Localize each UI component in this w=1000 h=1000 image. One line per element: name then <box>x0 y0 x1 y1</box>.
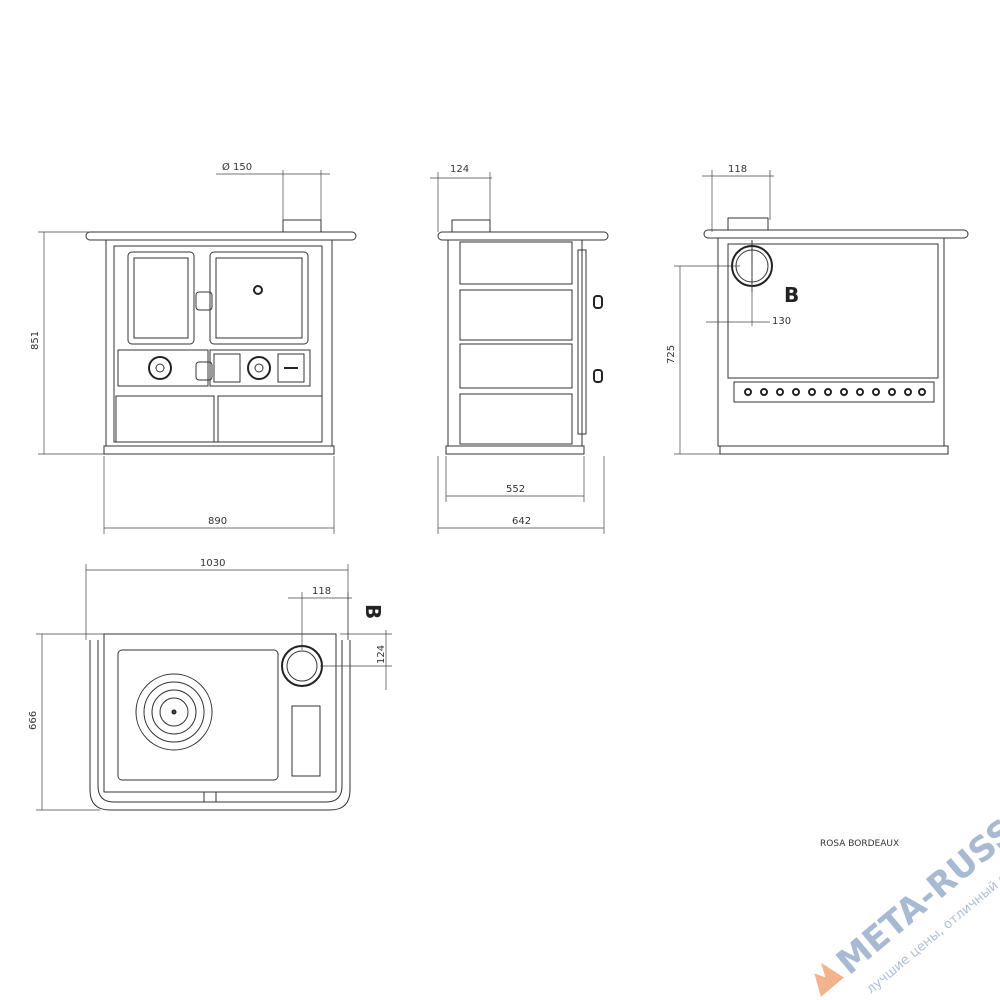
top-depth-label: 666 <box>28 711 39 730</box>
inner-depth-label: 552 <box>506 484 525 495</box>
flue-diameter-label: Ø 150 <box>222 161 252 173</box>
section-mark-b-top: B <box>361 604 385 619</box>
top-dimensions: 1030 118 124 B 666 <box>28 558 392 811</box>
side-dimensions: 124 552 642 <box>430 164 605 534</box>
flame-logo-icon <box>814 962 844 997</box>
top-flue-depth-offset-label: 124 <box>376 645 387 664</box>
side-flue-offset-label: 124 <box>450 164 469 175</box>
side-view <box>437 219 609 455</box>
front-view <box>85 219 357 455</box>
rear-view <box>703 217 969 455</box>
watermark: META-RUSSIA.RU лучшие цены, отличный сер… <box>814 743 1000 997</box>
total-depth-label: 642 <box>512 516 531 527</box>
top-view <box>89 633 351 811</box>
model-label: ROSA BORDEAUX <box>820 839 899 849</box>
height-label: 851 <box>30 331 41 350</box>
rear-flue-offset-label: 118 <box>728 164 747 175</box>
width-label: 890 <box>208 516 227 527</box>
top-width-label: 1030 <box>200 558 225 569</box>
rear-flue-height-offset-label: 130 <box>772 316 791 327</box>
rear-flue-height-label: 725 <box>666 345 677 364</box>
front-dimensions: Ø 150 851 890 <box>30 161 335 534</box>
section-mark-b-rear: B <box>784 283 799 307</box>
top-flue-offset-label: 118 <box>312 586 331 597</box>
rear-dimensions: 118 130 B 725 <box>666 164 799 455</box>
